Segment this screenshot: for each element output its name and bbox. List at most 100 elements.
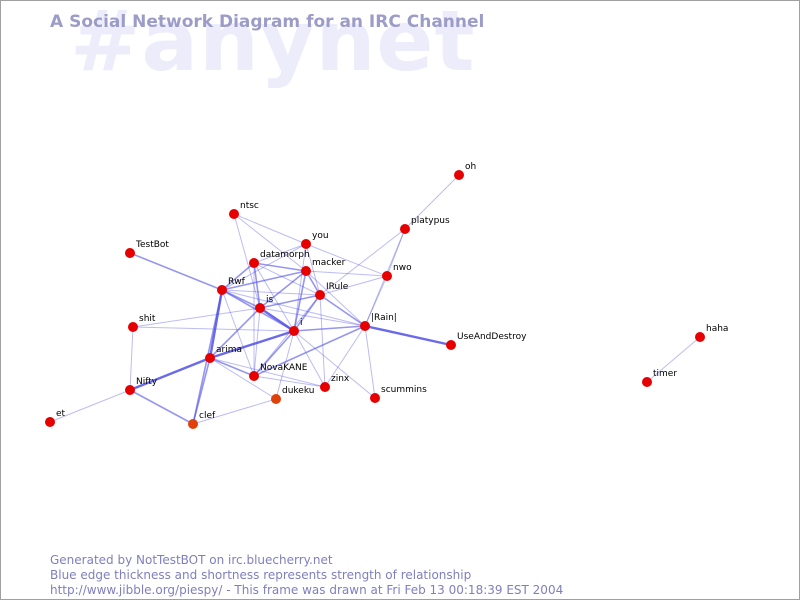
node-scummins: scummins: [370, 385, 427, 403]
node-label: i: [300, 318, 303, 328]
edge-arima-NovaKANE: [209, 357, 255, 377]
edge-nwo-Rain: [364, 275, 388, 327]
node-i: i: [289, 318, 303, 336]
edge-arima-zinx: [209, 357, 326, 388]
edge-Rwf-NovaKANE: [221, 289, 255, 377]
node-dot: [125, 248, 135, 258]
node-timer: timer: [642, 369, 677, 387]
edge-you-datamorph: [253, 243, 307, 264]
node-dot: [695, 332, 705, 342]
node-dot: [289, 326, 299, 336]
edge-nwo-IRule: [319, 275, 388, 296]
node-label: arima: [216, 345, 242, 355]
node-dot: [249, 371, 259, 381]
node-label: shit: [139, 314, 156, 324]
node-dot: [301, 239, 311, 249]
node-label: datamorph: [260, 250, 310, 260]
node-dot: [360, 321, 370, 331]
edge-Rain-UseAndDestroy: [363, 324, 453, 347]
node-dot: [271, 394, 281, 404]
footer-legend-note: Blue edge thickness and shortness repres…: [50, 568, 472, 582]
edge-IRule-i: [293, 294, 321, 332]
node-dot: [205, 353, 215, 363]
edge-i-arima: [208, 329, 296, 360]
node-et: et: [45, 409, 66, 427]
node-UseAndDestroy: UseAndDestroy: [446, 332, 527, 350]
node-label: et: [56, 409, 66, 419]
edge-IRule-is: [259, 294, 321, 309]
node-dukeku: dukeku: [271, 386, 314, 404]
node-dot: [45, 417, 55, 427]
node-dot: [188, 419, 198, 429]
edge-Rwf-IRule: [221, 289, 321, 296]
node-dot: [301, 266, 311, 276]
edge-macker-Rwf: [221, 270, 307, 291]
node-Rwf: Rwf: [217, 277, 246, 295]
edge-Rain-scummins: [364, 325, 376, 399]
node-label: Nifty: [136, 377, 158, 387]
node-TestBot: TestBot: [125, 240, 169, 258]
edge-ntsc-macker: [233, 213, 307, 272]
node-dot: [454, 170, 464, 180]
edge-datamorph-IRule: [253, 262, 321, 296]
node-label: nwo: [393, 263, 412, 273]
edge-you-i: [293, 243, 307, 332]
node-dot: [217, 285, 227, 295]
node-is: is: [255, 295, 274, 313]
edge-is-i: [258, 306, 296, 333]
edge-i-zinx: [293, 330, 326, 388]
edge-NovaKANE-zinx: [253, 375, 326, 388]
edge-shit-i: [132, 326, 295, 332]
footer-generated-by: Generated by NotTestBOT on irc.bluecherr…: [50, 553, 333, 567]
node-dot: [370, 393, 380, 403]
node-platypus: platypus: [400, 216, 450, 234]
edge-you-nwo: [305, 243, 388, 277]
node-dot: [400, 224, 410, 234]
diagram-title: A Social Network Diagram for an IRC Chan…: [50, 12, 485, 32]
node-dot: [382, 271, 392, 281]
node-shit: shit: [128, 314, 156, 332]
node-arima: arima: [205, 345, 242, 363]
node-label: NovaKANE: [260, 363, 308, 373]
edge-macker-nwo: [305, 270, 388, 277]
footer-url-timestamp: http://www.jibble.org/piespy/ - This fra…: [50, 583, 564, 597]
edge-platypus-nwo: [386, 228, 406, 277]
edge-clef-dukeku: [192, 398, 277, 425]
edge-Nifty-clef: [129, 389, 194, 425]
node-label: macker: [312, 258, 346, 268]
edges-layer: [49, 174, 701, 425]
edge-ntsc-is: [233, 213, 261, 309]
edge-arima-dukeku: [209, 357, 277, 400]
node-label: haha: [706, 324, 728, 334]
edge-shit-is: [132, 307, 261, 328]
edge-oh-platypus: [404, 174, 460, 230]
edge-Nifty-et: [49, 389, 131, 423]
edge-platypus-IRule: [319, 228, 406, 296]
node-dot: [229, 209, 239, 219]
node-label: dukeku: [282, 386, 314, 396]
edge-arima-Nifty: [128, 356, 212, 392]
node-label: TestBot: [135, 240, 169, 250]
edge-i-NovaKANE: [253, 330, 295, 377]
node-label: ntsc: [240, 201, 259, 211]
node-label: Rwf: [228, 277, 246, 287]
node-label: you: [312, 231, 329, 241]
node-dot: [255, 303, 265, 313]
node-nwo: nwo: [382, 263, 412, 281]
node-label: UseAndDestroy: [457, 332, 527, 342]
node-oh: oh: [454, 162, 476, 180]
edge-Rain-zinx: [324, 325, 366, 388]
node-dot: [315, 290, 325, 300]
edge-macker-Rain: [305, 270, 366, 327]
node-macker: macker: [301, 258, 346, 276]
edge-you-Rwf: [221, 243, 307, 291]
node-clef: clef: [188, 411, 216, 429]
node-dot: [642, 377, 652, 387]
node-label: is: [266, 295, 274, 305]
node-dot: [249, 258, 259, 268]
edge-Rain-NovaKANE: [253, 325, 366, 377]
edge-i-scummins: [293, 330, 376, 399]
edge-you-IRule: [305, 243, 321, 296]
